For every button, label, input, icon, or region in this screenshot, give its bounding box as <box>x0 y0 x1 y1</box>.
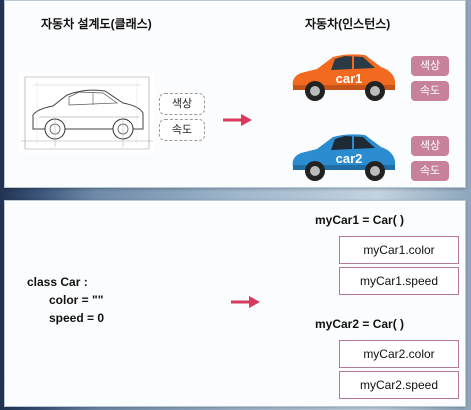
code-line-speed: speed = 0 <box>49 311 105 325</box>
class-attr-speed: 속도 <box>159 119 205 141</box>
car-blueprint-drawing <box>19 73 155 153</box>
arrow-right-icon <box>231 296 260 308</box>
car1-label: car1 <box>336 71 363 86</box>
car2-tag-speed: 속도 <box>411 161 449 181</box>
arrow-right-icon <box>223 114 252 126</box>
car1-tag-color: 색상 <box>411 56 449 76</box>
instance-title: 자동차(인스턴스) <box>305 17 391 31</box>
class-instance-panel: 자동차 설계도(클래스) 자동차(인스턴스) 색상 속도 <box>4 0 466 188</box>
mycar2-color-attr: myCar2.color <box>339 340 459 368</box>
mycar1-speed-attr: myCar1.speed <box>339 267 459 295</box>
mycar2-statement: myCar2 = Car( ) <box>315 317 405 331</box>
car2-image: car2 <box>292 134 395 181</box>
class-title: 자동차 설계도(클래스) <box>41 17 152 31</box>
class-attr-color: 색상 <box>159 93 205 115</box>
mycar1-color-attr: myCar1.color <box>339 236 459 264</box>
code-line-class: class Car : <box>27 275 88 289</box>
code-line-color: color = "" <box>49 293 104 307</box>
mycar2-speed-attr: myCar2.speed <box>339 371 459 399</box>
code-panel: class Car : color = "" speed = 0 myCar1 … <box>4 200 466 407</box>
car1-tag-speed: 속도 <box>411 81 449 101</box>
car2-tag-color: 색상 <box>411 136 449 156</box>
mycar1-statement: myCar1 = Car( ) <box>315 213 405 227</box>
car1-image: car1 <box>292 54 395 101</box>
car2-label: car2 <box>336 151 363 166</box>
